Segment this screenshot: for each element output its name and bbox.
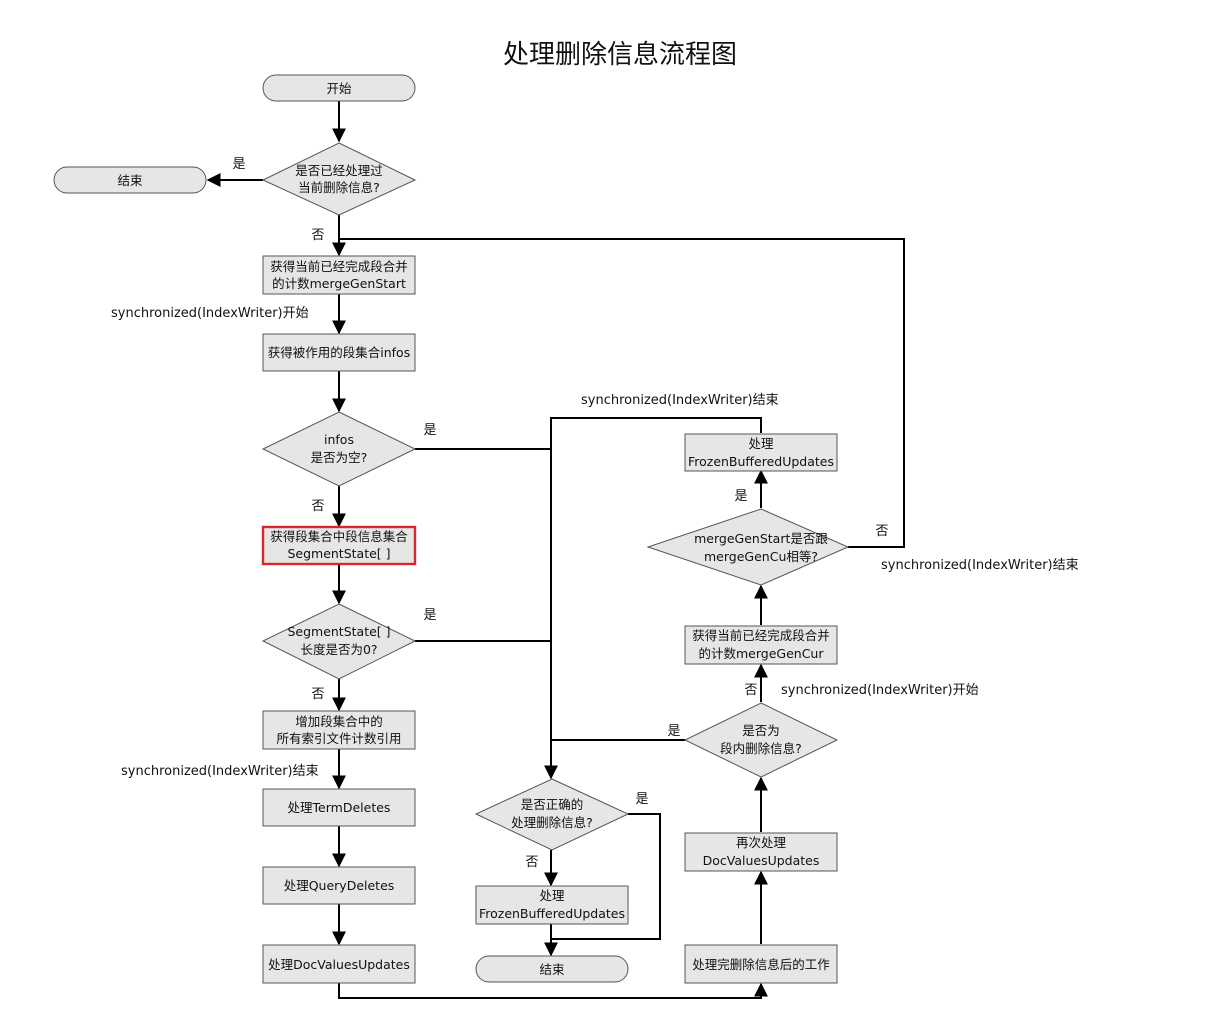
diagram-title: 处理删除信息流程图 bbox=[503, 40, 737, 70]
decision-in-segment: 是否为 段内删除信息? bbox=[683, 702, 839, 778]
decision-correct-line1: 是否正确的 bbox=[521, 797, 584, 812]
merge-gen-cur-line2: 的计数mergeGenCur bbox=[698, 646, 824, 661]
process-frozen-updates-top: 处理 FrozenBufferedUpdates bbox=[684, 433, 838, 472]
process-query-deletes: 处理QueryDeletes bbox=[262, 866, 416, 905]
decision-seg-len-line2: 长度是否为0? bbox=[300, 642, 377, 657]
get-segment-state: 获得段集合中段信息集合 SegmentState[ ] bbox=[261, 525, 417, 566]
merge-gen-start-line2: 的计数mergeGenStart bbox=[272, 276, 406, 291]
label-yes-correct: 是 bbox=[635, 792, 648, 807]
edge-frozen-top-to-correct bbox=[544, 417, 762, 780]
label-sync-start-left: synchronized(IndexWriter)开始 bbox=[111, 306, 309, 321]
end-node-left: 结束 bbox=[53, 166, 207, 194]
frozen-top-line1: 处理 bbox=[748, 436, 774, 451]
label-no-in-segment: 否 bbox=[744, 683, 757, 698]
merge-gen-cur-line1: 获得当前已经完成段合并 bbox=[692, 628, 830, 643]
process-term-deletes: 处理TermDeletes bbox=[262, 788, 416, 827]
label-yes-in-segment: 是 bbox=[667, 724, 680, 739]
query-deletes-label: 处理QueryDeletes bbox=[284, 878, 395, 893]
connectors bbox=[206, 101, 905, 999]
term-deletes-label: 处理TermDeletes bbox=[288, 800, 391, 815]
decision-infos-empty: infos 是否为空? bbox=[261, 411, 417, 487]
get-infos: 获得被作用的段集合infos bbox=[262, 333, 416, 372]
get-infos-label: 获得被作用的段集合infos bbox=[268, 345, 410, 360]
frozen-top-line2: FrozenBufferedUpdates bbox=[688, 454, 834, 469]
post-work-label: 处理完删除信息后的工作 bbox=[692, 957, 830, 972]
process-doc-values-updates: 处理DocValuesUpdates bbox=[262, 944, 416, 984]
decision-already-processed: 是否已经处理过 当前删除信息? bbox=[261, 142, 417, 216]
segment-state-line1: 获得段集合中段信息集合 bbox=[270, 529, 408, 544]
process-frozen-updates-mid: 处理 FrozenBufferedUpdates bbox=[475, 885, 629, 925]
label-sync-end-top: synchronized(IndexWriter)结束 bbox=[581, 393, 779, 408]
decision-seg-len-line1: SegmentState[ ] bbox=[287, 624, 390, 639]
decision-infos-line1: infos bbox=[324, 432, 354, 447]
edge-to-post-work bbox=[338, 982, 768, 999]
label-yes-seg-len: 是 bbox=[423, 608, 436, 623]
label-yes-processed: 是 bbox=[232, 157, 245, 172]
get-merge-gen-start: 获得当前已经完成段合并 的计数mergeGenStart bbox=[262, 255, 416, 295]
segment-state-line2: SegmentState[ ] bbox=[287, 546, 390, 561]
label-sync-start-right: synchronized(IndexWriter)开始 bbox=[781, 683, 979, 698]
label-no-merge-eq: 否 bbox=[875, 524, 888, 539]
decision-merge-eq-line1: mergeGenStart是否跟 bbox=[694, 531, 828, 546]
redo-doc-values-updates: 再次处理 DocValuesUpdates bbox=[684, 832, 838, 872]
end-mid-label: 结束 bbox=[539, 962, 565, 977]
label-yes-infos: 是 bbox=[423, 423, 436, 438]
decision-correct-processing: 是否正确的 处理删除信息? bbox=[474, 778, 630, 851]
merge-gen-start-line1: 获得当前已经完成段合并 bbox=[270, 259, 408, 274]
label-sync-end-left: synchronized(IndexWriter)结束 bbox=[121, 764, 319, 779]
decision-infos-line2: 是否为空? bbox=[311, 450, 368, 465]
frozen-mid-line2: FrozenBufferedUpdates bbox=[479, 906, 625, 921]
decision-merge-eq-line2: mergeGenCu相等? bbox=[704, 549, 818, 564]
decision-processed-line2: 当前删除信息? bbox=[298, 180, 380, 195]
edge-labels: 是 否 synchronized(IndexWriter)开始 是 否 是 否 … bbox=[111, 157, 1079, 870]
increase-ref-count: 增加段集合中的 所有索引文件计数引用 bbox=[262, 710, 416, 750]
frozen-mid-line1: 处理 bbox=[539, 888, 565, 903]
decision-segment-state-length: SegmentState[ ] 长度是否为0? bbox=[261, 603, 417, 680]
end-left-label: 结束 bbox=[117, 173, 143, 188]
get-merge-gen-cur: 获得当前已经完成段合并 的计数mergeGenCur bbox=[684, 625, 838, 665]
label-sync-end-right: synchronized(IndexWriter)结束 bbox=[881, 558, 1079, 573]
label-no-infos: 否 bbox=[311, 499, 324, 514]
decision-correct-line2: 处理删除信息? bbox=[511, 815, 593, 830]
inc-ref-line2: 所有索引文件计数引用 bbox=[276, 731, 401, 746]
edge-merge-gen-not-equal-loop bbox=[339, 238, 905, 548]
decision-merge-gen-equal: mergeGenStart是否跟 mergeGenCu相等? bbox=[646, 508, 850, 586]
decision-in-seg-line1: 是否为 bbox=[742, 723, 780, 738]
redo-doc-line1: 再次处理 bbox=[736, 835, 787, 850]
post-processing-work: 处理完删除信息后的工作 bbox=[684, 944, 838, 984]
end-node-mid: 结束 bbox=[475, 955, 629, 983]
edge-correct-yes bbox=[551, 813, 661, 940]
redo-doc-line2: DocValuesUpdates bbox=[703, 853, 820, 868]
decision-in-seg-line2: 段内删除信息? bbox=[720, 741, 802, 756]
decision-processed-line1: 是否已经处理过 bbox=[295, 163, 383, 178]
label-no-processed: 否 bbox=[311, 228, 324, 243]
start-node: 开始 bbox=[262, 74, 416, 102]
label-no-correct: 否 bbox=[525, 855, 538, 870]
inc-ref-line1: 增加段集合中的 bbox=[295, 714, 383, 729]
label-yes-merge-eq: 是 bbox=[734, 489, 747, 504]
doc-values-label: 处理DocValuesUpdates bbox=[268, 957, 410, 972]
start-label: 开始 bbox=[326, 81, 352, 96]
label-no-seg-len: 否 bbox=[311, 687, 324, 702]
